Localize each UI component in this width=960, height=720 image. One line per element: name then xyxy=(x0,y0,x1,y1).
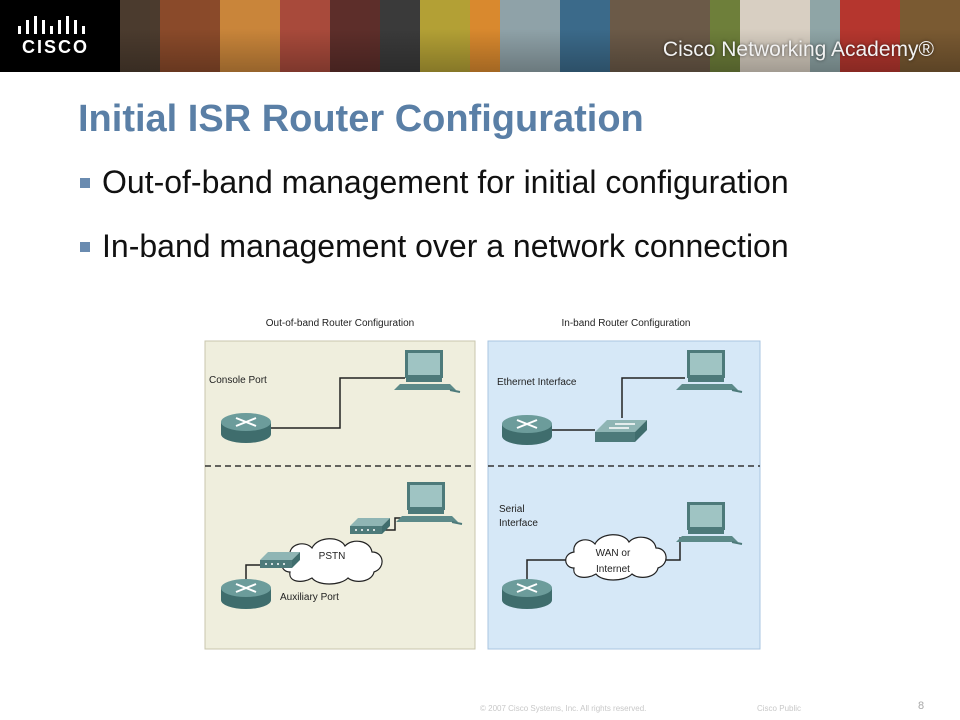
photo-strip xyxy=(610,0,710,72)
photo-strip xyxy=(220,0,280,72)
page-number: 8 xyxy=(918,700,925,712)
ethernet-cable xyxy=(621,377,685,418)
bullet-square-icon xyxy=(80,241,90,252)
photo-shade xyxy=(120,0,960,72)
header-banner: CISCO Cisco Networking Academy® xyxy=(0,0,960,72)
bullet-item: Out-of-band management for initial confi… xyxy=(80,164,789,201)
bullet-text: Out-of-band management for initial confi… xyxy=(102,164,789,200)
pstn-label: PSTN xyxy=(319,551,346,562)
photo-strip xyxy=(420,0,470,72)
serial-cable xyxy=(526,559,570,582)
pstn-cloud-icon xyxy=(281,538,383,585)
photo-strip xyxy=(160,0,220,72)
interface-label: Interface xyxy=(499,518,538,529)
photo-strip xyxy=(500,0,560,72)
photo-strip xyxy=(280,0,330,72)
footer-copyright: © 2007 Cisco Systems, Inc. All rights re… xyxy=(480,704,647,713)
wan-label: WAN or xyxy=(596,548,631,559)
photo-strip xyxy=(740,0,810,72)
bullet-text: In-band management over a network connec… xyxy=(102,228,789,264)
modem-icon xyxy=(350,518,390,534)
cisco-logo: CISCO xyxy=(0,0,120,72)
console-cable xyxy=(270,377,405,429)
left-panel-title: Out-of-band Router Configuration xyxy=(266,318,414,329)
footer-classification: Cisco Public xyxy=(757,704,802,713)
console-port-label: Console Port xyxy=(209,375,267,386)
photo-strip xyxy=(840,0,900,72)
bullet-item: In-band management over a network connec… xyxy=(80,228,789,265)
right-panel-title: In-band Router Configuration xyxy=(562,318,691,329)
photo-strip xyxy=(900,0,960,72)
router-config-diagram: Out-of-band Router Configuration In-band… xyxy=(204,318,761,650)
internet-label: Internet xyxy=(596,564,630,575)
photo-strip xyxy=(470,0,500,72)
academy-title: Cisco Networking Academy® xyxy=(662,38,934,61)
auxiliary-port-label: Auxiliary Port xyxy=(280,592,339,603)
router-icon xyxy=(501,414,553,446)
aux-cable xyxy=(245,564,260,580)
photo-strip xyxy=(380,0,420,72)
ethernet-interface-label: Ethernet Interface xyxy=(497,377,577,388)
wan-cloud-icon xyxy=(565,534,667,581)
photo-strip xyxy=(810,0,840,72)
router-icon xyxy=(220,412,272,444)
router-icon xyxy=(501,578,553,610)
serial-label: Serial xyxy=(499,504,525,515)
photo-strip xyxy=(710,0,740,72)
modem-icon xyxy=(260,552,300,568)
photo-strip xyxy=(560,0,610,72)
photo-strip xyxy=(330,0,380,72)
bullet-square-icon xyxy=(80,177,90,188)
router-icon xyxy=(220,578,272,610)
slide-title: Initial ISR Router Configuration xyxy=(78,98,644,140)
cisco-logo-text: CISCO xyxy=(22,37,90,57)
photo-strip xyxy=(120,0,160,72)
cisco-bars-icon xyxy=(18,16,85,34)
